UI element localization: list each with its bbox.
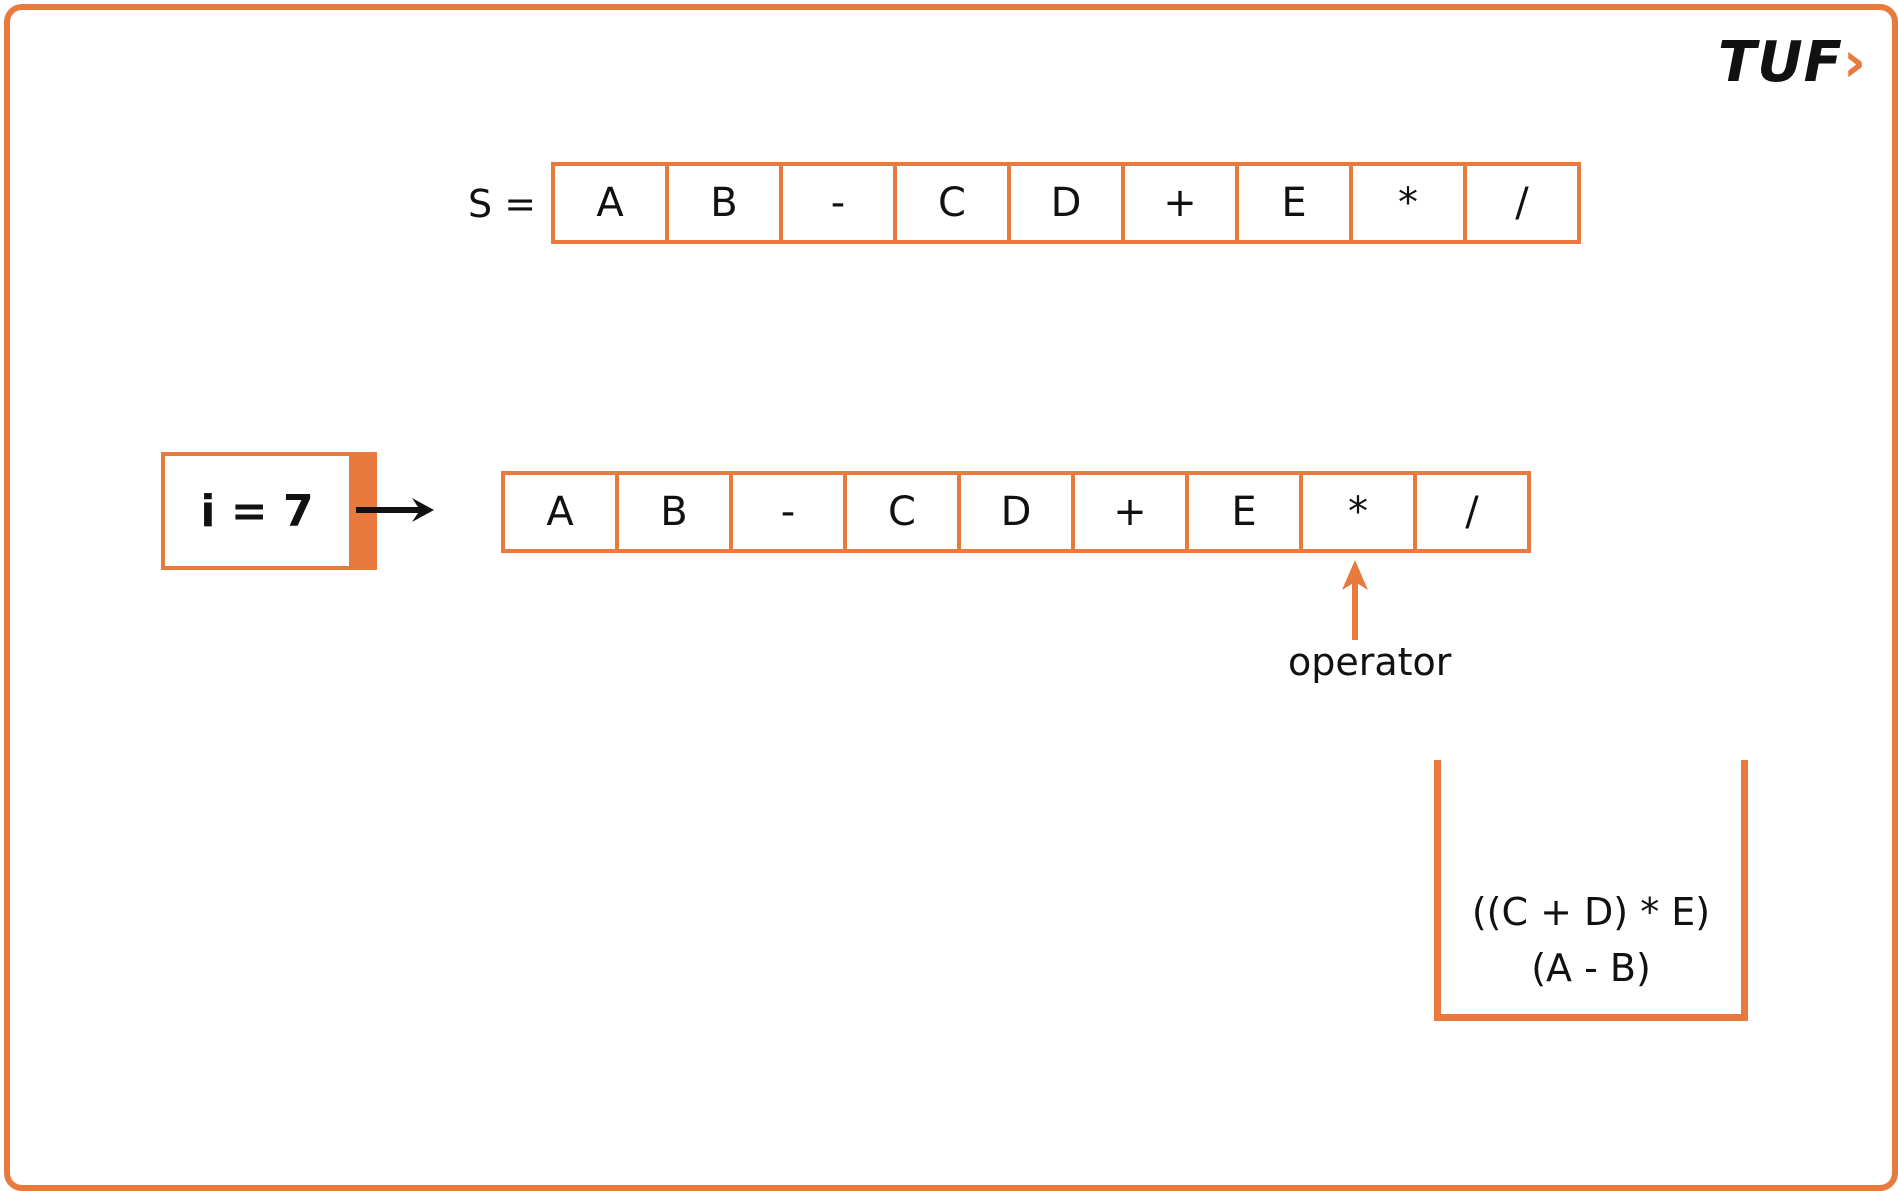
string-label: S = bbox=[468, 182, 537, 226]
array-cell: - bbox=[729, 471, 847, 553]
array-cell: / bbox=[1463, 162, 1581, 244]
array-cell: C bbox=[843, 471, 961, 553]
array-cell: A bbox=[501, 471, 619, 553]
string-array-scan: A B - C D + E * / bbox=[501, 471, 1531, 553]
stack-container: ((C + D) * E) (A - B) bbox=[1434, 760, 1748, 1021]
index-box: i = 7 bbox=[161, 452, 377, 570]
diagram-frame bbox=[4, 4, 1898, 1191]
array-cell: E bbox=[1235, 162, 1353, 244]
array-cell: B bbox=[665, 162, 783, 244]
array-cell-current: * bbox=[1299, 471, 1417, 553]
array-cell: + bbox=[1071, 471, 1189, 553]
array-cell: B bbox=[615, 471, 733, 553]
array-cell: A bbox=[551, 162, 669, 244]
array-cell: * bbox=[1349, 162, 1467, 244]
array-cell: D bbox=[1007, 162, 1125, 244]
stack-item-top: ((C + D) * E) bbox=[1471, 890, 1711, 934]
array-cell: C bbox=[893, 162, 1011, 244]
array-cell: E bbox=[1185, 471, 1303, 553]
tuf-logo: TUF› bbox=[1718, 30, 1868, 95]
pointer-label: operator bbox=[1288, 640, 1452, 684]
up-arrow-icon bbox=[1342, 560, 1368, 640]
stack-item-bottom: (A - B) bbox=[1531, 946, 1651, 990]
right-arrow-icon bbox=[356, 498, 434, 522]
array-cell: + bbox=[1121, 162, 1239, 244]
array-cell: - bbox=[779, 162, 897, 244]
array-cell: D bbox=[957, 471, 1075, 553]
array-cell: / bbox=[1413, 471, 1531, 553]
string-array-top: A B - C D + E * / bbox=[551, 162, 1581, 244]
